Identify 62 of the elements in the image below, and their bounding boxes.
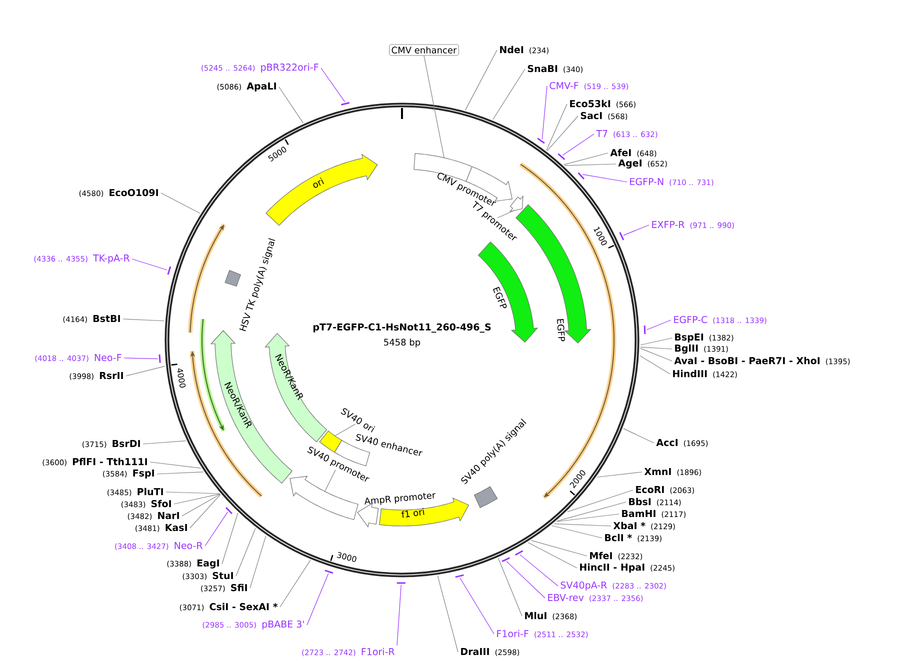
tick-label: 4000 xyxy=(177,368,186,388)
leader-line xyxy=(492,68,526,120)
leader-line xyxy=(596,472,642,478)
sequence-length: 5458 bp xyxy=(384,338,420,348)
leader-line xyxy=(582,174,628,182)
leader-line xyxy=(520,554,558,586)
leader-line xyxy=(623,224,650,236)
leader-line xyxy=(278,86,304,124)
leader-line xyxy=(498,558,522,616)
leader-line xyxy=(623,428,654,444)
leader-line xyxy=(542,86,548,140)
feature-label: CMV enhancer xyxy=(389,44,459,56)
leader-line xyxy=(460,578,494,634)
leader-line xyxy=(174,494,220,504)
leader-line xyxy=(506,561,546,598)
leader-line xyxy=(334,424,356,436)
leader-line xyxy=(250,536,266,588)
leader-line xyxy=(132,258,168,270)
leader-line xyxy=(166,492,220,494)
leader-line xyxy=(204,512,228,546)
leader-line xyxy=(640,356,670,374)
leader-line xyxy=(530,540,588,556)
feature-box: HSV TK poly(A) signal xyxy=(224,238,276,332)
leader-line xyxy=(640,338,672,346)
leader-line xyxy=(142,440,186,444)
leader-line xyxy=(646,320,672,330)
leader-line xyxy=(465,50,498,110)
leader-line xyxy=(156,472,204,474)
leader-line xyxy=(546,104,568,151)
leader-line xyxy=(556,514,620,522)
leader-line xyxy=(396,584,402,646)
leader-line xyxy=(424,55,444,158)
leader-line xyxy=(640,348,672,362)
leader-line xyxy=(122,318,165,322)
leader-line xyxy=(556,502,626,522)
leader-line xyxy=(437,576,458,652)
leader-line xyxy=(150,462,202,468)
leader-line xyxy=(124,358,158,360)
leader-line xyxy=(563,152,608,166)
leader-line xyxy=(160,192,200,214)
feature-segment xyxy=(509,195,524,212)
leader-line xyxy=(497,210,515,218)
leader-line xyxy=(236,528,256,576)
leader-line xyxy=(222,512,238,564)
leader-line xyxy=(546,116,578,152)
leader-line xyxy=(567,490,634,512)
leader-line xyxy=(320,68,346,102)
leader-line xyxy=(190,494,221,528)
leader-line xyxy=(640,346,672,350)
leader-line xyxy=(554,523,612,526)
node-label: HSV TK poly(A) signal xyxy=(239,238,276,332)
tick-label: 3000 xyxy=(336,552,356,562)
leader-line xyxy=(564,164,616,166)
leader-line xyxy=(528,542,578,568)
leader-line xyxy=(280,560,311,608)
leader-line xyxy=(306,573,329,626)
leader-line xyxy=(182,494,220,516)
leader-line xyxy=(562,134,594,156)
node-label: SV40 enhancer xyxy=(356,434,423,456)
leader-line xyxy=(126,366,166,376)
leader-line xyxy=(551,525,602,538)
leader-line xyxy=(324,470,336,492)
